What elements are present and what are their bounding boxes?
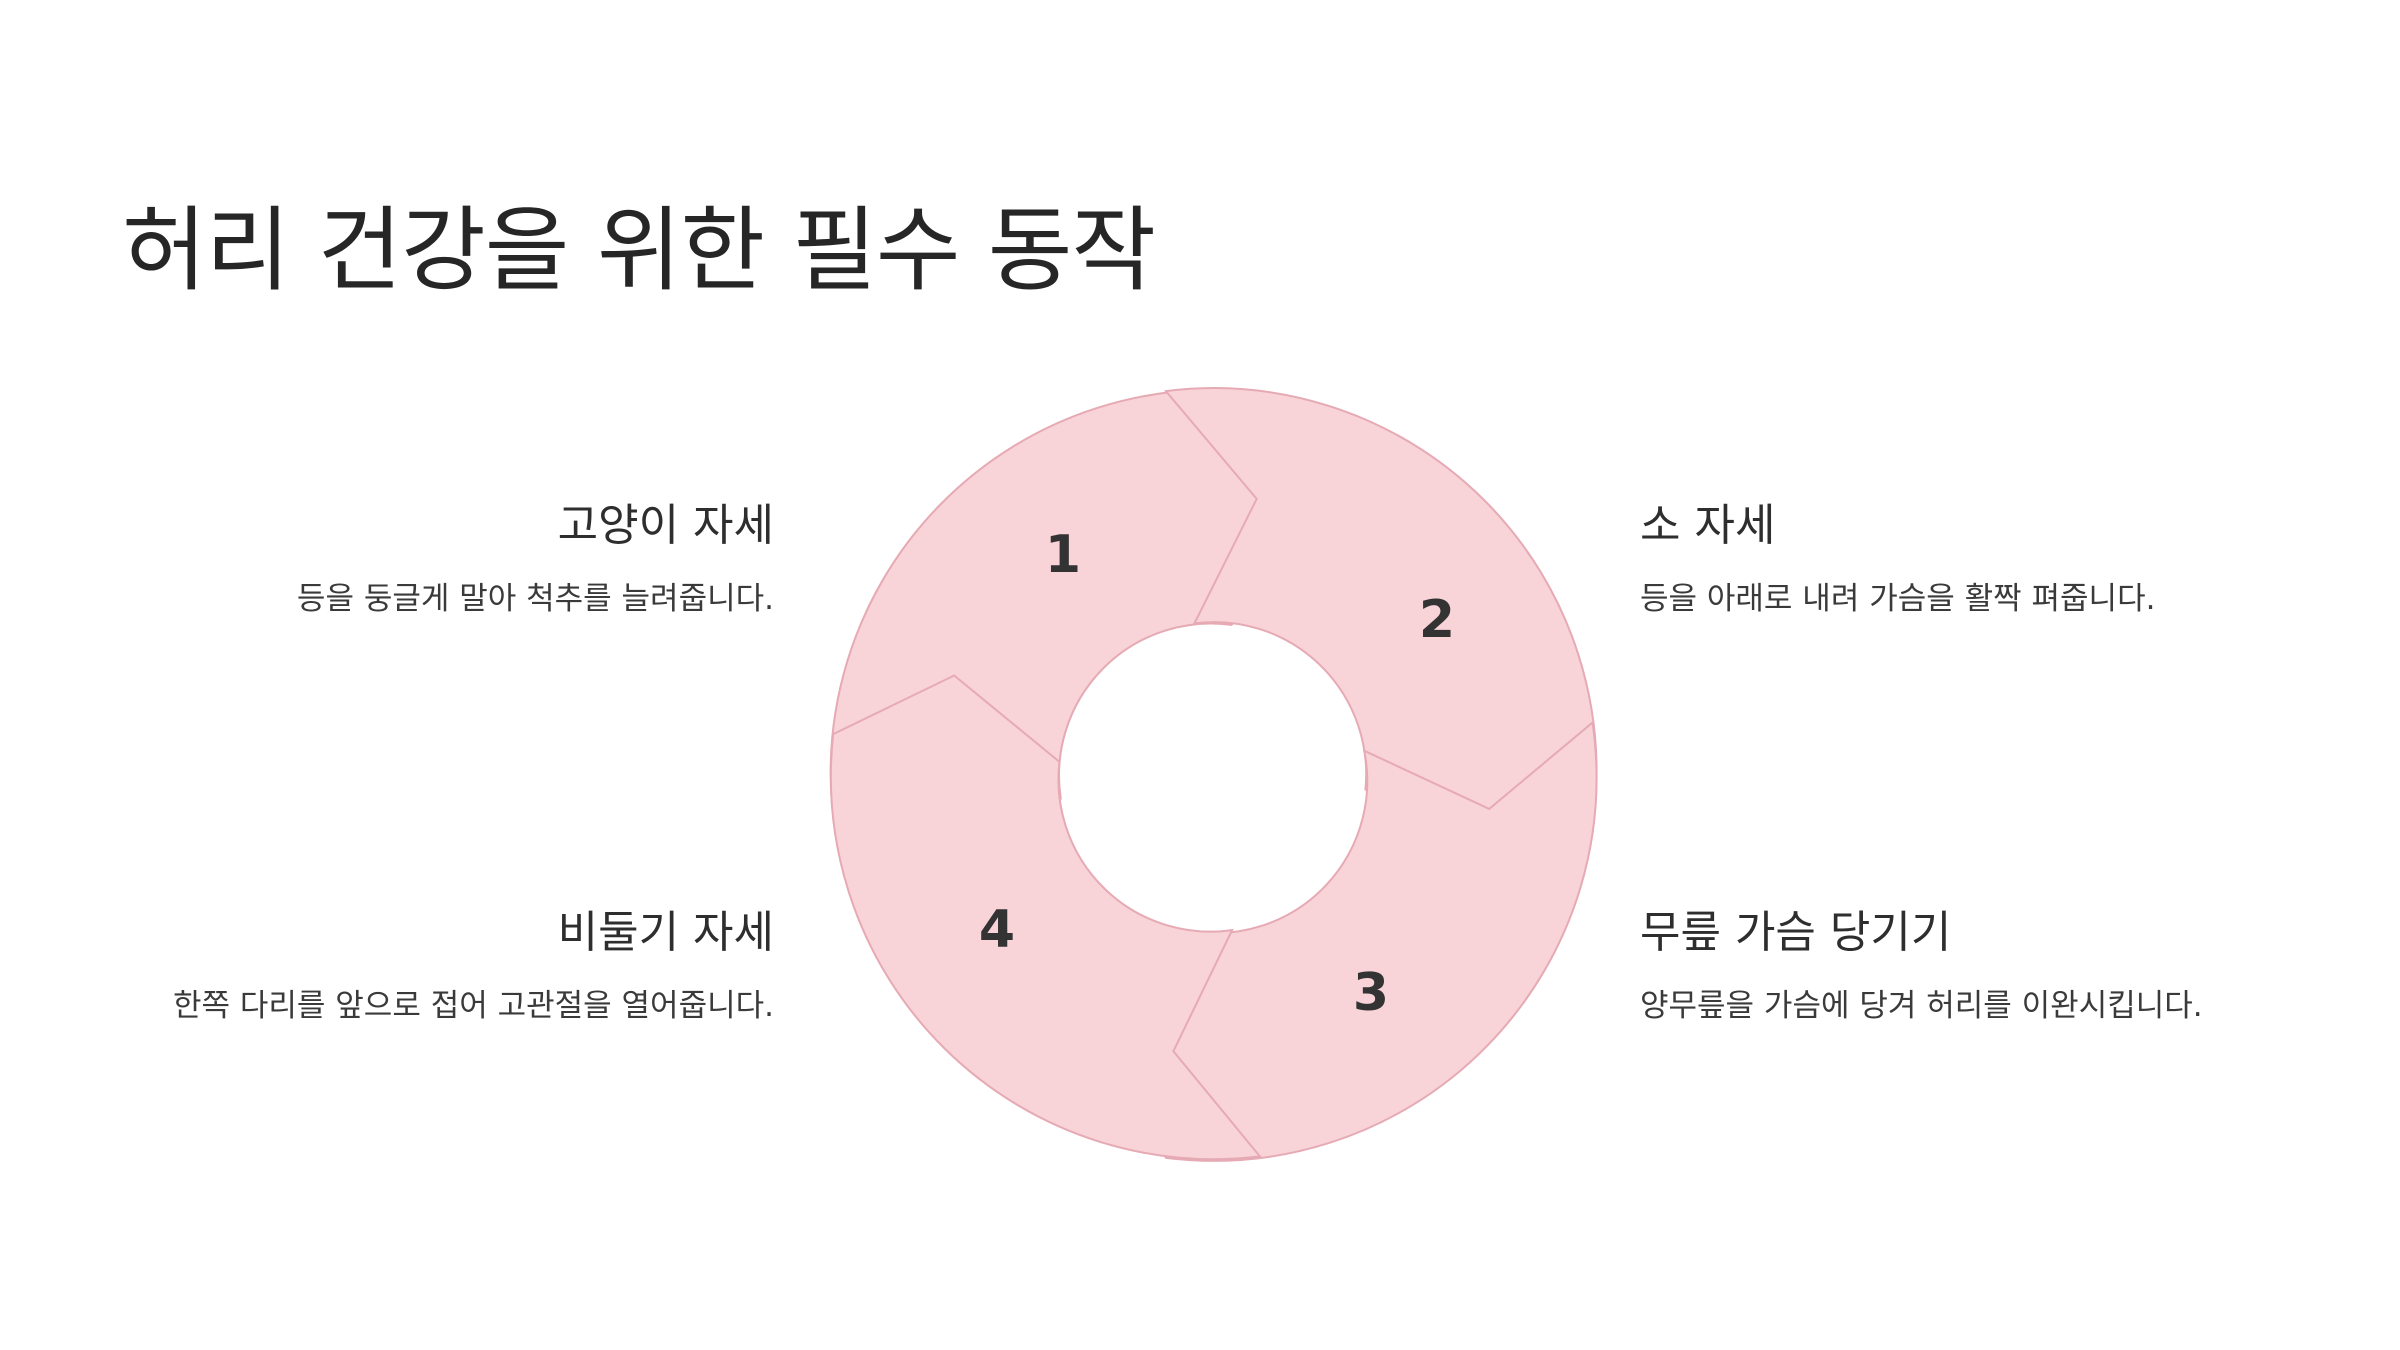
step-2-title: 소 자세: [1640, 500, 1776, 551]
step-4-number: 4: [979, 900, 1015, 960]
step-4-title: 비둘기 자세: [557, 907, 774, 958]
step-1-title: 고양이 자세: [557, 500, 774, 551]
step-3-text: 무릎 가슴 당기기 양무릎을 가슴에 당겨 허리를 이완시킵니다.: [1640, 907, 2360, 1025]
step-3-title: 무릎 가슴 당기기: [1640, 907, 1952, 958]
step-4-text: 비둘기 자세 한쪽 다리를 앞으로 접어 고관절을 열어줍니다.: [54, 907, 774, 1025]
step-3-description: 양무릎을 가슴에 당겨 허리를 이완시킵니다.: [1640, 987, 2203, 1024]
step-2-description: 등을 아래로 내려 가슴을 활짝 펴줍니다.: [1640, 580, 2156, 617]
step-2-number: 2: [1419, 590, 1455, 650]
cycle-segment-3: [1106, 720, 1598, 1162]
step-1-number: 1: [1045, 525, 1081, 585]
step-1-description: 등을 둥글게 말아 척추를 늘려줍니다.: [296, 580, 774, 617]
cycle-segment-4: [829, 674, 1262, 1161]
step-4-description: 한쪽 다리를 앞으로 접어 고관절을 열어줍니다.: [172, 987, 774, 1024]
step-2-text: 소 자세 등을 아래로 내려 가슴을 활짝 펴줍니다.: [1640, 500, 2360, 618]
page-title: 허리 건강을 위한 필수 동작: [122, 197, 1156, 304]
step-3-number: 3: [1353, 963, 1389, 1023]
step-1-text: 고양이 자세 등을 둥글게 말아 척추를 늘려줍니다.: [54, 500, 774, 618]
